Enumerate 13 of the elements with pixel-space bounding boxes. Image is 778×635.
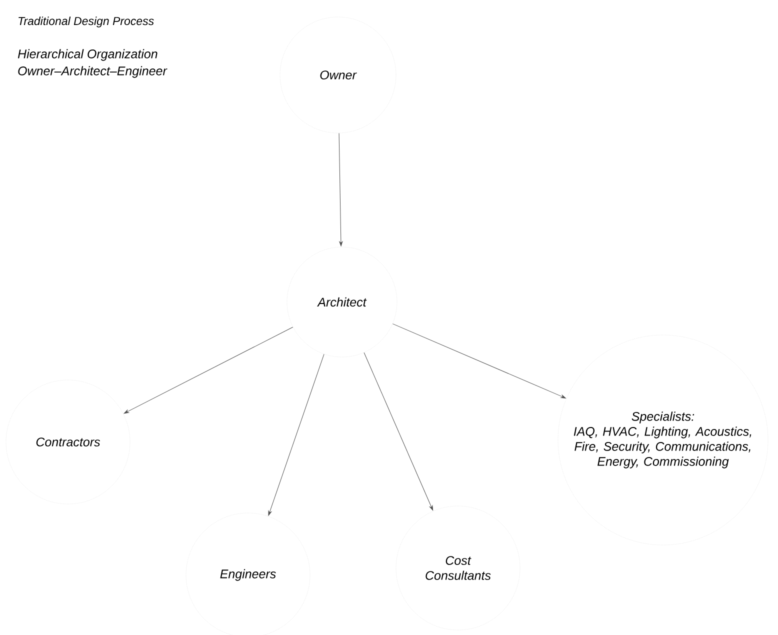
circle-node: Cost Consultants <box>396 506 520 630</box>
circle-node: Contractors <box>6 380 130 504</box>
arrow <box>364 352 434 511</box>
arrow <box>392 324 566 398</box>
circle-node: Owner <box>280 16 396 134</box>
title: Traditional Design Process <box>18 16 154 28</box>
circle-node: Architect <box>286 246 398 358</box>
subtitle: Owner–Architect–Engineer <box>18 66 168 78</box>
arrow <box>124 326 294 414</box>
circle-node: Specialists: IAQ, HVAC, Lighting, Acoustics, Fire, Security, Communications, Energy, Commissioning <box>558 334 768 546</box>
arrow <box>268 354 324 516</box>
arrow <box>338 132 343 246</box>
subtitle: Hierarchical Organization <box>18 49 158 61</box>
